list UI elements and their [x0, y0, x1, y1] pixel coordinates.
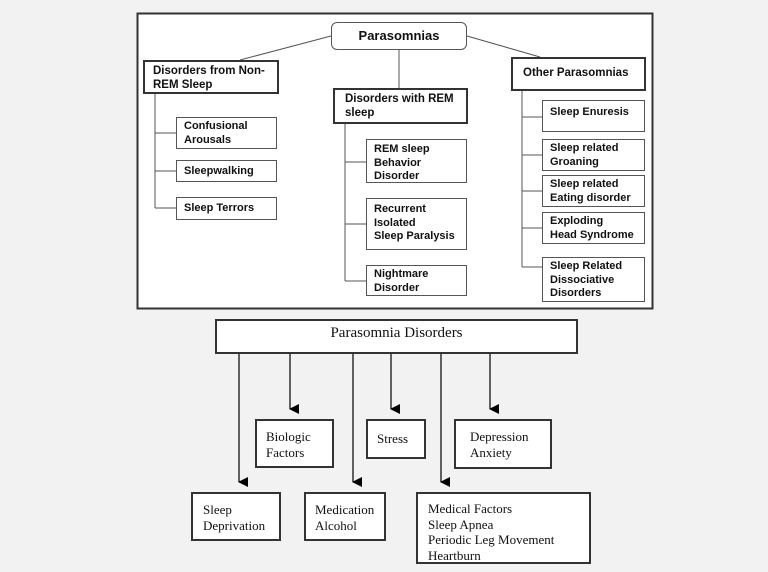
parasomnia-disorders-label: Parasomnia Disorders — [330, 325, 463, 341]
factor-box: Biologic Factors — [255, 419, 334, 468]
rem-item-box: Recurrent Isolated Sleep Paralysis — [366, 198, 467, 250]
other-item-box: Exploding Head Syndrome — [542, 212, 645, 244]
factor-box: Sleep Deprivation — [191, 492, 281, 541]
other-item-box: Sleep Enuresis — [542, 100, 645, 132]
rem-item-box: REM sleep Behavior Disorder — [366, 139, 467, 183]
factor-label: Medical Factors Sleep Apnea Periodic Leg… — [428, 501, 555, 563]
root-to-nonrem-line — [239, 35, 332, 61]
nonrem-item-box: Confusional Arousals — [176, 117, 277, 149]
factor-label: Stress — [377, 431, 409, 446]
other-item-label: Sleep Related Dissociative Disorders — [550, 260, 623, 299]
rem-item-label: Nightmare Disorder — [374, 268, 429, 294]
factor-box: Medical Factors Sleep Apnea Periodic Leg… — [416, 492, 591, 564]
rem-branch-title: Disorders with REM sleep — [345, 93, 454, 119]
parasomnias-root-box: Parasomnias — [331, 22, 467, 50]
nonrem-item-box: Sleep Terrors — [176, 197, 277, 220]
factor-box: Stress — [366, 419, 426, 459]
nonrem-branch-title: Disorders from Non- REM Sleep — [153, 65, 265, 91]
factor-box: Depression Anxiety — [454, 419, 552, 469]
parasomnias-root-label: Parasomnias — [358, 28, 440, 43]
factor-box: Medication Alcohol — [304, 492, 386, 541]
other-item-label: Sleep related Groaning — [550, 142, 619, 168]
nonrem-item-label: Sleep Terrors — [184, 202, 255, 214]
other-branch-box: Other Parasomnias — [511, 57, 646, 91]
nonrem-branch-box: Disorders from Non- REM Sleep — [143, 60, 279, 94]
factor-label: Medication Alcohol — [315, 502, 375, 533]
factor-label: Sleep Deprivation — [203, 502, 266, 533]
nonrem-item-box: Sleepwalking — [176, 160, 277, 182]
nonrem-item-label: Sleepwalking — [184, 165, 254, 177]
other-item-label: Sleep related Eating disorder — [550, 178, 631, 204]
rem-item-label: REM sleep Behavior Disorder — [374, 143, 430, 182]
nonrem-item-label: Confusional Arousals — [184, 120, 248, 146]
factor-label: Depression Anxiety — [470, 429, 529, 460]
rem-item-box: Nightmare Disorder — [366, 265, 467, 296]
other-branch-title: Other Parasomnias — [523, 67, 629, 79]
parasomnia-disorders-box: Parasomnia Disorders — [215, 319, 578, 354]
factor-label: Biologic Factors — [266, 429, 311, 460]
other-item-box: Sleep Related Dissociative Disorders — [542, 257, 645, 302]
other-item-box: Sleep related Eating disorder — [542, 175, 645, 207]
other-item-box: Sleep related Groaning — [542, 139, 645, 171]
root-to-other-line — [466, 35, 541, 58]
other-item-label: Sleep Enuresis — [550, 106, 629, 118]
rem-item-label: Recurrent Isolated Sleep Paralysis — [374, 203, 455, 242]
rem-branch-box: Disorders with REM sleep — [333, 88, 468, 124]
other-item-label: Exploding Head Syndrome — [550, 215, 634, 241]
